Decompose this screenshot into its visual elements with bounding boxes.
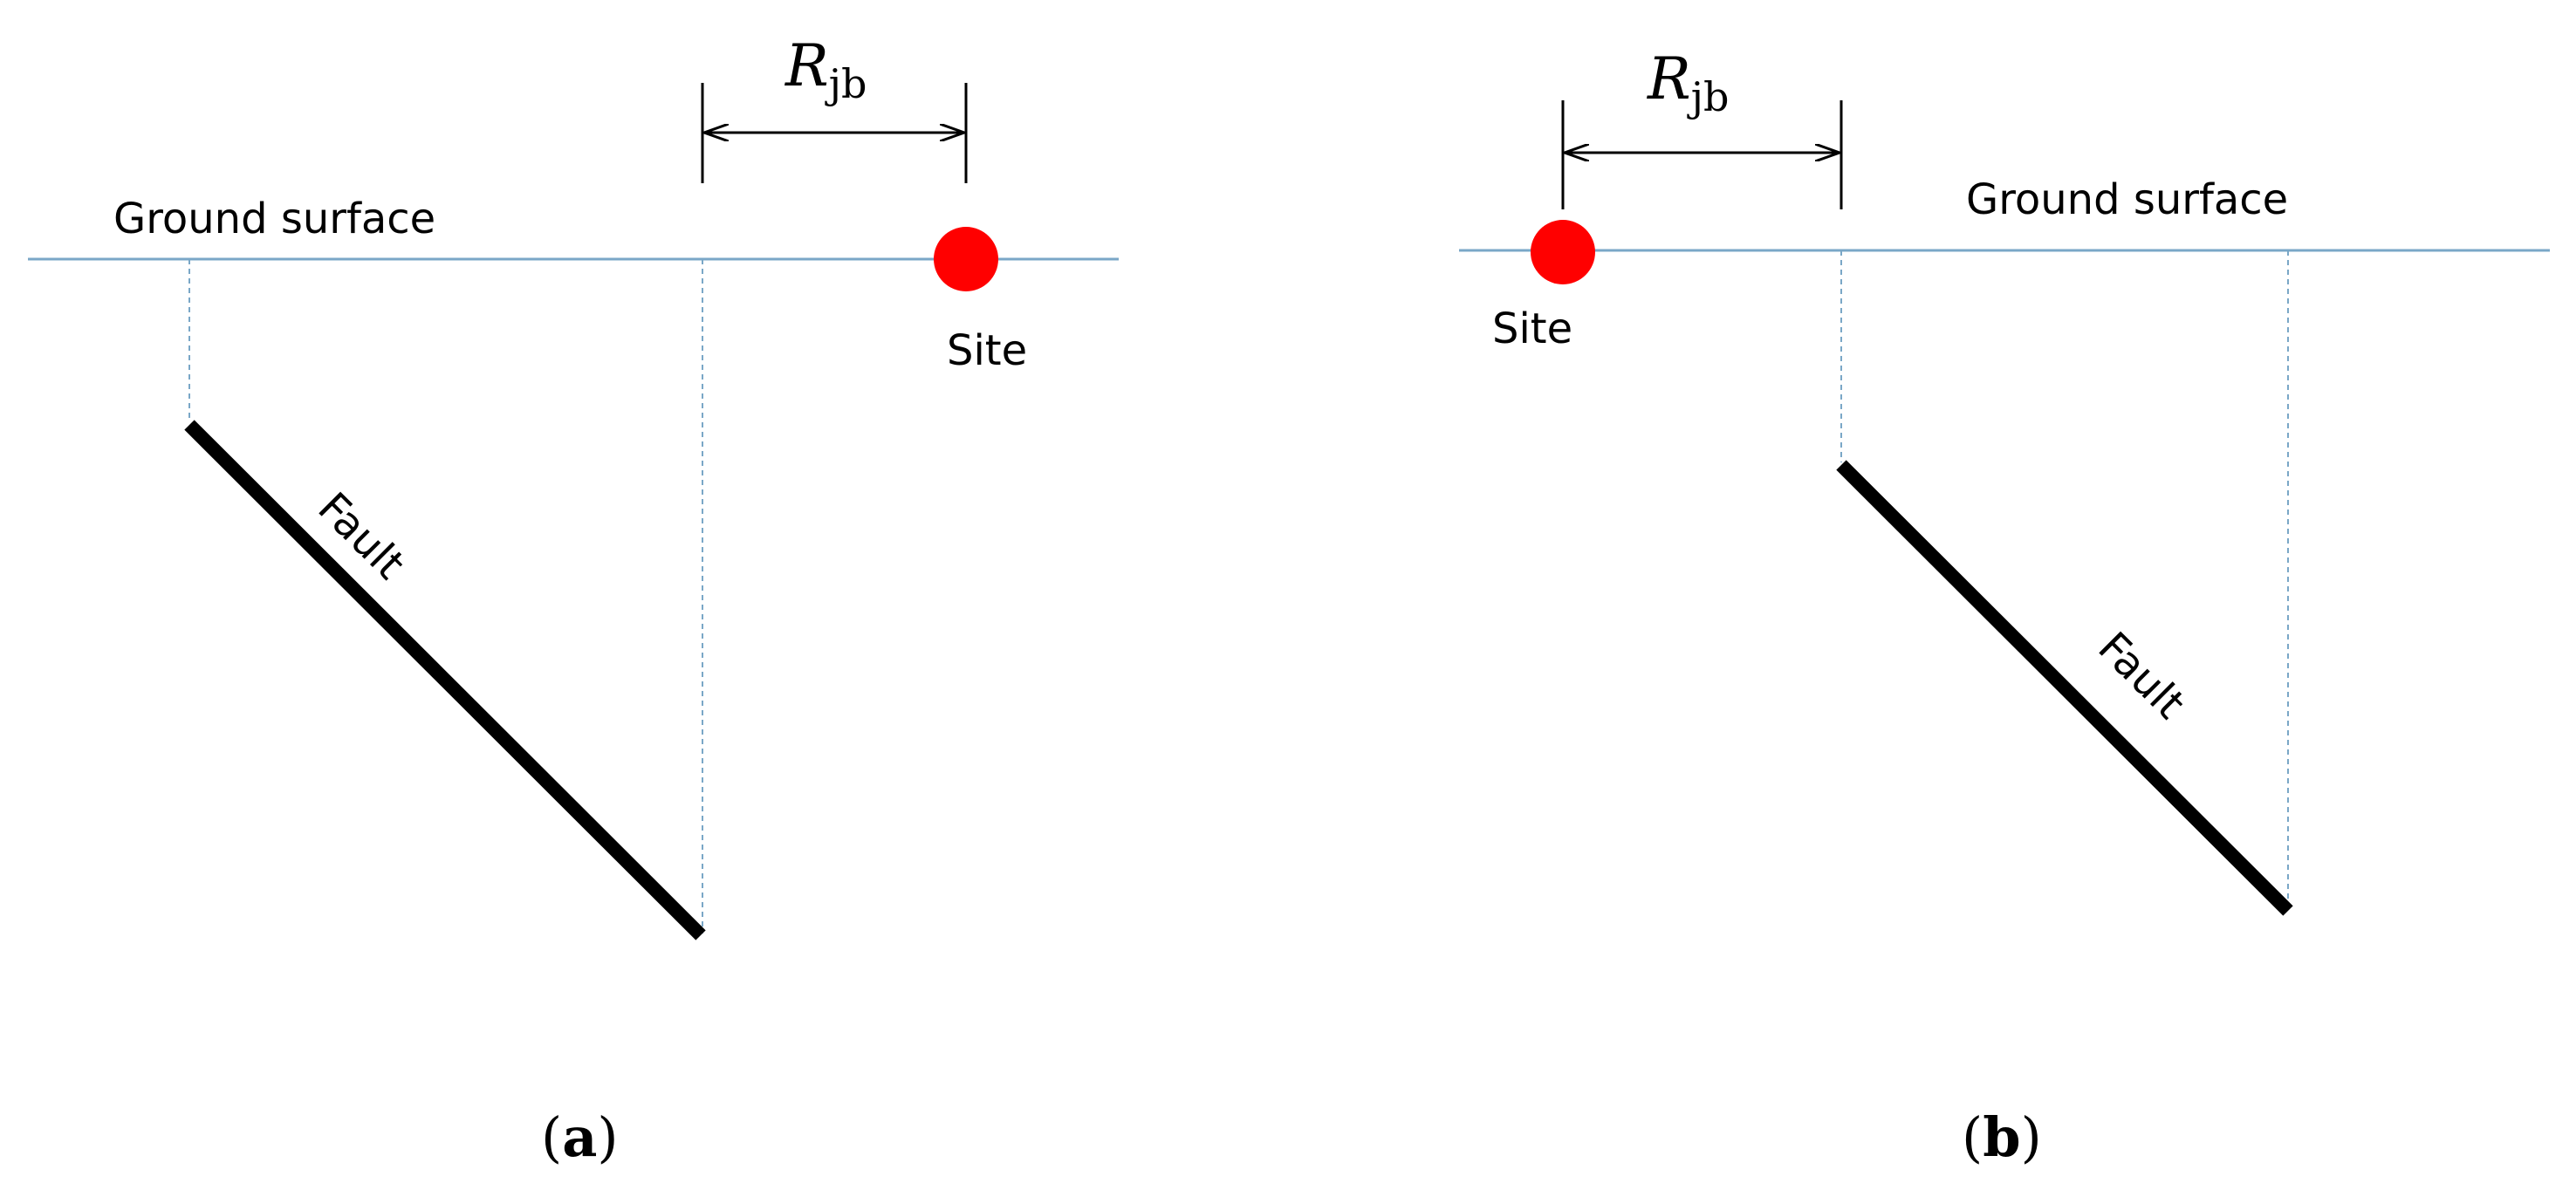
caption-a: (a) [541,1105,619,1169]
fault-label: Fault [2089,623,2195,728]
caption-b-letter: b [1983,1105,2020,1169]
site-marker [1531,220,1595,284]
caption-b: (b) [1962,1105,2042,1169]
rjb-subscript: jb [825,60,867,107]
caption-a-letter: a [562,1105,597,1169]
ground-surface-label: Ground surface [1966,175,2288,224]
fault-line [1836,460,2293,916]
site-marker [934,227,998,291]
panel-b: Ground surface Site Fault Rjb (b) [1459,45,2550,1169]
site-label: Site [947,326,1027,375]
rjb-symbol: R [784,32,829,99]
rjb-label: Rjb [1647,45,1729,120]
site-label: Site [1492,304,1572,353]
rjb-symbol: R [1647,45,1691,113]
fault-line [184,420,706,940]
fault-label: Fault [309,483,414,589]
rjb-label: Rjb [784,32,867,107]
ground-surface-label: Ground surface [113,195,435,243]
rjb-subscript: jb [1687,73,1730,120]
panel-a: Ground surface Site Fault Rjb (a) [28,32,1119,1169]
